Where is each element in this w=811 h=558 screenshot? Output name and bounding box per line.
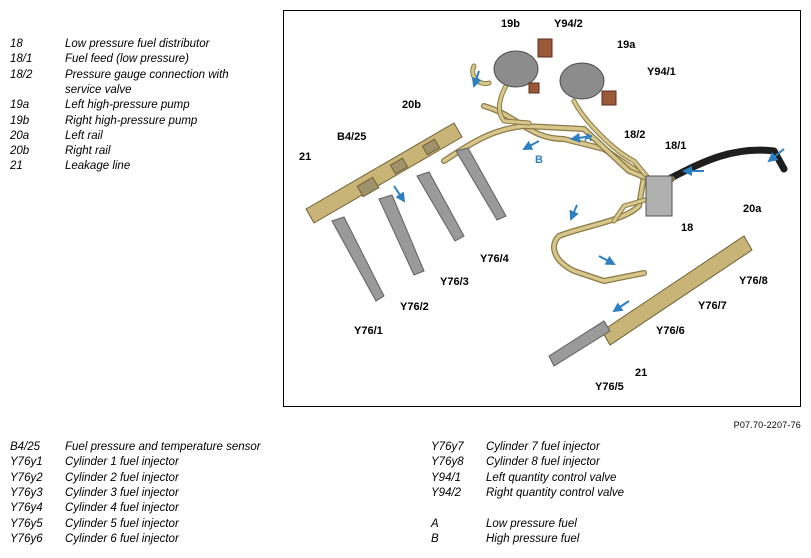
top-legend-code: 18 — [10, 38, 23, 50]
top-legend-desc: Right rail — [65, 145, 111, 158]
label-20b: 20b — [402, 99, 421, 111]
label-b4-25: B4/25 — [337, 131, 366, 143]
top-legend-desc: Right high-pressure pump — [65, 114, 198, 127]
bottom-legend-right-code: A — [431, 517, 439, 530]
figure-code: P07.70-2207-76 — [733, 420, 801, 430]
top-legend-desc: Left rail — [65, 129, 103, 142]
bottom-legend-right-desc: Cylinder 8 fuel injector — [486, 456, 600, 469]
bottom-legend-left-desc: Cylinder 2 fuel injector — [65, 471, 179, 484]
label-y76-1: Y76/1 — [354, 325, 383, 337]
label-21-bottom: 21 — [635, 367, 647, 379]
bottom-legend-left-code: Y76y2 — [10, 471, 43, 484]
top-legend-desc: Low pressure fuel distributor — [65, 38, 210, 50]
label-y76-3: Y76/3 — [440, 276, 469, 288]
low-pressure-distributor-18 — [645, 175, 673, 217]
flow-arrows — [393, 70, 785, 313]
label-y94-2: Y94/2 — [554, 18, 583, 30]
top-legend-desc: Fuel feed (low pressure) — [65, 53, 189, 66]
bottom-legend-right-desc: Low pressure fuel — [486, 517, 577, 530]
label-18-2: 18/2 — [624, 129, 645, 141]
label-y76-2: Y76/2 — [400, 301, 429, 313]
injectors — [331, 147, 611, 367]
bottom-legend-right-code: Y94/2 — [431, 486, 462, 499]
label-b: B — [535, 154, 543, 166]
top-legend-code: 19b — [10, 114, 30, 127]
bottom-legend-left-desc: Fuel pressure and temperature sensor — [65, 441, 261, 453]
bottom-legend-left-code: Y76y4 — [10, 502, 43, 515]
bottom-legend-left-desc: Cylinder 3 fuel injector — [65, 486, 179, 499]
bottom-legend-left-code: Y76y6 — [10, 532, 43, 545]
bottom-legend-right-desc: Left quantity control valve — [486, 471, 617, 484]
top-legend-desc: Left high-pressure pump — [65, 99, 190, 112]
label-y76-5: Y76/5 — [595, 381, 624, 393]
top-legend-code: 18/2 — [10, 68, 33, 81]
high-pressure-pumps — [493, 38, 617, 106]
label-a: A — [584, 132, 592, 144]
label-18: 18 — [681, 222, 693, 234]
bottom-legend-right-code: Y76y7 — [431, 441, 464, 453]
top-legend-code: 20b — [10, 145, 30, 158]
label-y76-4: Y76/4 — [480, 253, 510, 265]
bottom-legend-left-desc: Cylinder 4 fuel injector — [65, 502, 179, 515]
left-rail-20a — [601, 235, 753, 346]
diagram-labels: 19b Y94/2 19a Y94/1 20b B4/25 21 A B 18/… — [299, 18, 768, 393]
label-20a: 20a — [743, 203, 762, 215]
fuel-system-diagram: 19b Y94/2 19a Y94/1 20b B4/25 21 A B 18/… — [299, 18, 788, 393]
bottom-legend-left-desc: Cylinder 1 fuel injector — [65, 456, 179, 469]
bottom-legend-left-code: Y76y3 — [10, 486, 43, 499]
label-21-top: 21 — [299, 151, 311, 163]
bottom-legend-left-desc: Cylinder 6 fuel injector — [65, 532, 179, 545]
right-rail-20b — [305, 122, 463, 224]
top-legend-desc: Leakage line — [65, 160, 131, 173]
bottom-legend-right-desc: High pressure fuel — [486, 532, 580, 545]
label-18-1: 18/1 — [665, 140, 686, 152]
label-19a: 19a — [617, 39, 636, 51]
label-y76-6: Y76/6 — [656, 325, 685, 337]
bottom-legend-right-code: Y94/1 — [431, 471, 462, 484]
bottom-legend-left-code: Y76y1 — [10, 456, 43, 469]
label-y76-8: Y76/8 — [739, 275, 768, 287]
top-legend-code: 21 — [10, 160, 23, 173]
label-y76-7: Y76/7 — [698, 300, 727, 312]
bottom-legend-left-code: B4/25 — [10, 441, 41, 453]
top-legend-desc: service valve — [65, 83, 132, 96]
top-legend-code: 20a — [10, 129, 30, 142]
top-legend-code: 18/1 — [10, 53, 33, 66]
bottom-legend-left-desc: Cylinder 5 fuel injector — [65, 517, 179, 530]
top-legend-code: 19a — [10, 99, 30, 112]
diagram-frame: 19b Y94/2 19a Y94/1 20b B4/25 21 A B 18/… — [283, 10, 801, 407]
bottom-legend-right-desc: Right quantity control valve — [486, 486, 625, 499]
bottom-legend-right-code: B — [431, 532, 439, 545]
top-legend-desc: Pressure gauge connection with — [65, 68, 229, 81]
label-y94-1: Y94/1 — [647, 66, 676, 78]
label-19b: 19b — [501, 18, 520, 30]
bottom-legend-left-code: Y76y5 — [10, 517, 43, 530]
bottom-legend-right-desc: Cylinder 7 fuel injector — [486, 441, 600, 453]
bottom-legend-right-code: Y76y8 — [431, 456, 464, 469]
